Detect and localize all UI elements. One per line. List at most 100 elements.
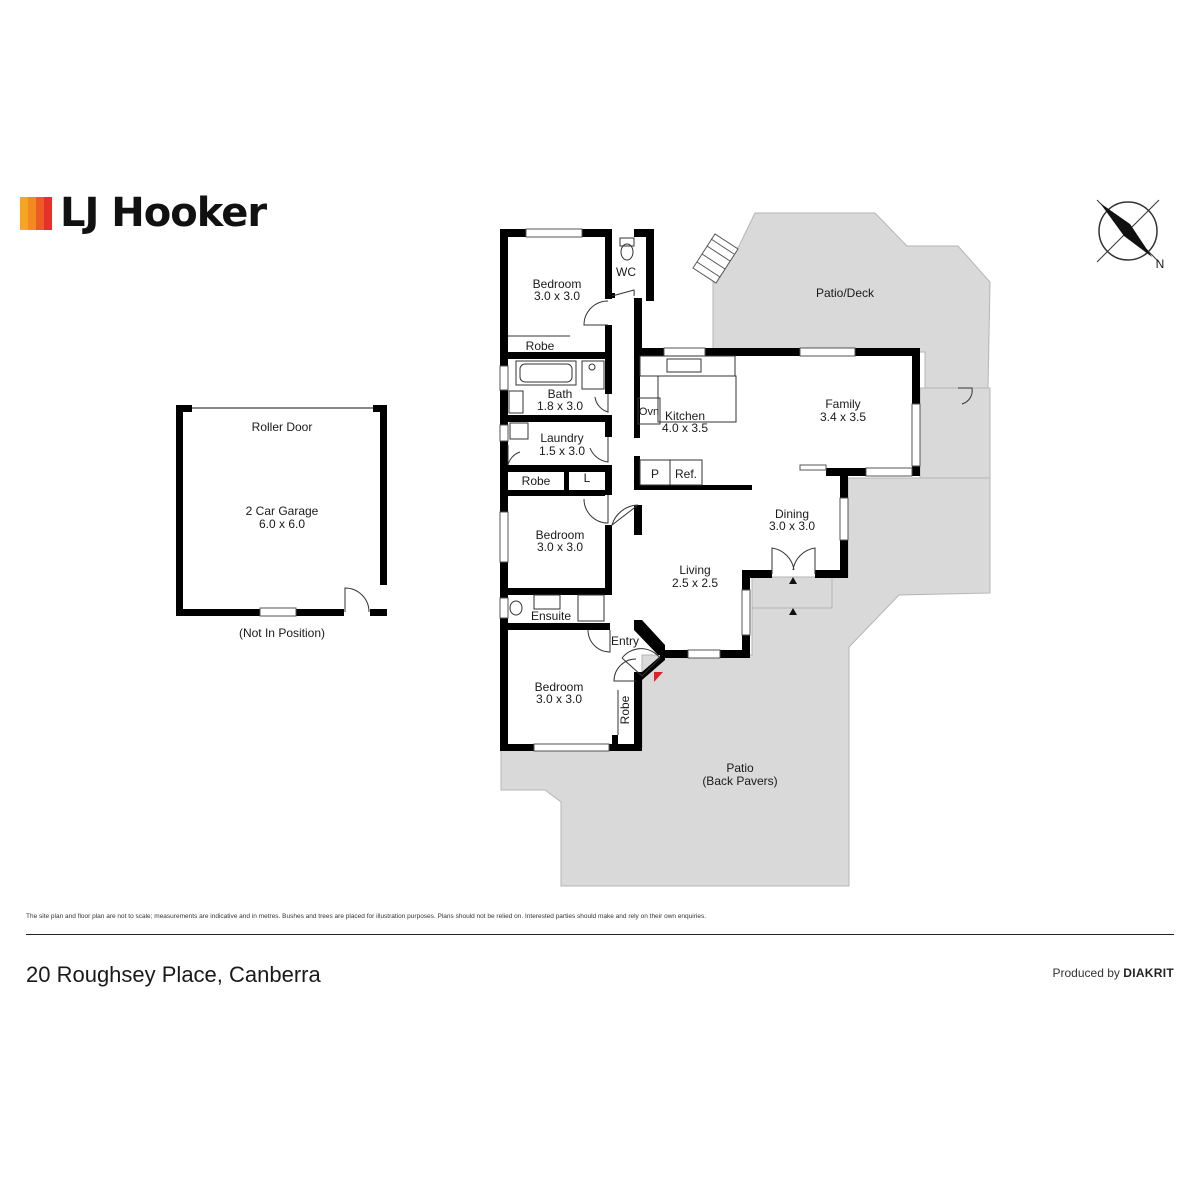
wall-linen-west [564,465,569,495]
wall-kitchen-west [634,348,640,438]
window-laundry [499,424,509,442]
room-patio-name: Patio [726,761,754,775]
room-bath-name: Bath [548,387,573,401]
wc-toilet-tank [619,237,635,247]
garage-wall-bottom-mid [296,609,344,616]
room-bed3-name: Bedroom [535,680,584,694]
door-laundry-out [507,445,521,466]
deck-stairs [692,233,739,284]
wall-corridor-east-lower [634,505,642,535]
window-bath [499,365,509,391]
door-wc [611,289,635,297]
room-laundry-name: Laundry [540,431,583,445]
room-dining-name: Dining [775,507,809,521]
door-deck [958,387,973,405]
door-bath [594,394,609,413]
producer-name: DIAKRIT [1123,966,1174,980]
window-family-south [865,467,913,477]
room-living-name: Living [679,563,710,577]
bath-shower-drain [588,363,596,371]
window-dining-east [839,497,849,541]
ensuite-shower [577,594,605,622]
fixtures [508,237,737,735]
garage-wall-right [380,405,387,585]
bathtub [515,360,577,386]
wall-bed1-wc [605,229,612,299]
garage-walls [176,405,387,616]
footer-divider [26,934,1174,935]
wall-north-bed1-a [500,229,526,237]
wall-living-east-b [742,635,750,658]
window-bed2 [499,511,509,563]
door-dining-french-left [771,547,795,574]
room-patio-deck-name: Patio/Deck [816,286,875,300]
step-arrow-icon-2 [789,608,797,615]
wall-south-bed3-a [500,744,534,751]
logo-bar-4 [44,197,52,230]
room-dining-size: 3.0 x 3.0 [769,519,815,533]
wall-kitchen-west-lower [634,456,640,490]
wall-family-north [855,348,920,356]
wall-bed2-east-upper [605,465,612,495]
wall-robe2-south [500,490,605,496]
logo-bar-3 [36,197,44,230]
room-family-size: 3.4 x 3.5 [820,410,866,424]
wall-kitchen-north-b [705,348,800,356]
garage-wall-left [176,405,183,616]
kitchen-oven [637,397,661,425]
wall-bed2-ensuite [500,588,612,595]
room-kitchen-size: 4.0 x 3.5 [662,421,708,435]
room-bed2-size: 3.0 x 3.0 [537,540,583,554]
room-bath-size: 1.8 x 3.0 [537,399,583,413]
logo-bar-1 [20,197,28,230]
garage-name: 2 Car Garage [246,504,319,518]
wall-dining-south-b [815,570,848,578]
wall-dining-south-a [742,570,772,578]
laundry-sink [509,422,529,440]
bath-vanity [508,390,524,414]
windows [499,228,921,752]
door-dining-french-right [792,547,816,574]
room-bed1-name: Bedroom [533,277,582,291]
stair-tread-2 [701,253,726,270]
wall-bath-laundry [500,415,612,422]
door-bed1 [583,300,609,326]
bath-shower [581,360,605,390]
room-living-size: 2.5 x 2.5 [672,576,718,590]
window-living-east [741,589,751,636]
door-bed3 [613,658,637,682]
doors [507,289,973,682]
brand-logo-mark [20,197,52,230]
window-kitchen [663,347,706,357]
ensuite-vanity [533,594,561,610]
window-family-east [911,403,921,467]
room-bed1-size: 3.0 x 3.0 [534,289,580,303]
wall-living-east-a [742,570,750,590]
garage-roller-door-label: Roller Door [252,420,313,434]
wall-wc-east [646,229,654,301]
door-corridor-kitchen [611,504,639,527]
room-oven-name: Ovn [639,406,659,418]
window-bed1 [525,228,583,238]
room-bed2-name: Bedroom [536,528,585,542]
kitchen-sink [666,358,702,373]
wall-bed3-east [634,680,642,751]
room-laundry-size: 1.5 x 3.0 [539,444,585,458]
window-living-south [687,649,721,659]
room-labels: Bedroom 3.0 x 3.0 WC Robe Bath 1.8 x 3.0… [522,265,875,788]
step-arrow-icon-1 [789,577,797,584]
wall-kitchen-north-a [634,348,664,356]
garage-wall-bottom-left [176,609,260,616]
door-laundry-corridor [589,437,609,463]
room-bed3-size: 3.0 x 3.0 [536,692,582,706]
ensuite-toilet [509,600,523,616]
produced-by-label: Produced by [1052,966,1120,980]
wall-kitchen-pantry-divider [640,485,752,490]
wall-living-south-a [660,650,688,658]
wall-south-bed3-b [609,744,642,751]
compass-needle-icon [1100,203,1152,257]
fridge-box [669,459,703,486]
door-ensuite [587,629,611,653]
room-robe2-name: Robe [522,474,551,488]
